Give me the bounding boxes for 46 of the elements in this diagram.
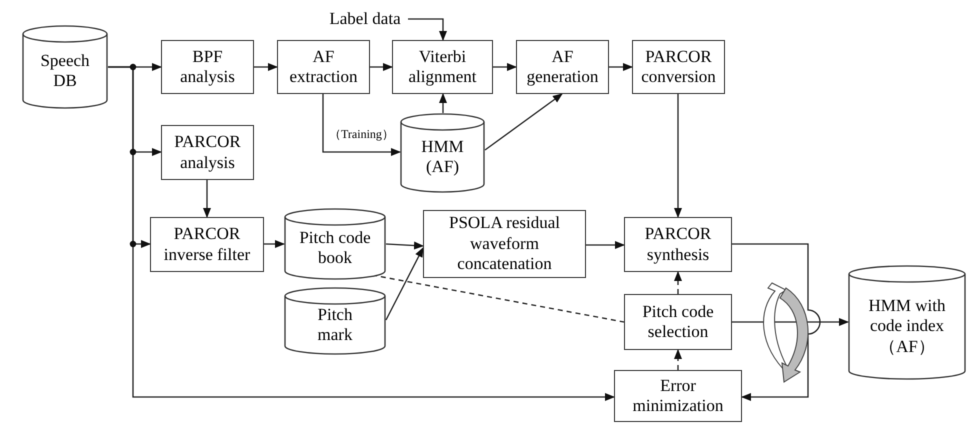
arrow [674, 94, 682, 218]
node-label: AF extraction [288, 46, 358, 88]
process-box [392, 40, 493, 94]
arrow [370, 63, 393, 71]
node-label: Pitch code selection [641, 302, 715, 342]
node-label: PARCOR inverse filter [162, 224, 252, 265]
node-label: AF generation [526, 46, 600, 88]
arrow [609, 63, 633, 71]
process-box [161, 40, 254, 94]
dashed-arrow [674, 349, 682, 370]
process-box [632, 40, 725, 94]
process-box [423, 210, 586, 278]
dashed-arrow [674, 271, 682, 294]
input-label: Label data [329, 8, 401, 30]
arrow [385, 247, 424, 320]
arrow [254, 63, 278, 71]
node-label: Pitch code book [298, 228, 372, 268]
arrow [203, 180, 211, 218]
process-box [277, 40, 370, 94]
arrow [108, 66, 615, 401]
arrow [732, 243, 821, 401]
arrow [322, 94, 401, 156]
arrow [264, 240, 285, 248]
node-label: BPF analysis [179, 46, 236, 88]
arrow [439, 93, 447, 113]
arrow [386, 242, 424, 250]
process-box [161, 125, 254, 180]
node-label: PARCOR analysis [173, 132, 242, 173]
arrow [493, 63, 517, 71]
arrow [484, 93, 563, 151]
node-label: PARCOR synthesis [644, 224, 712, 265]
node-label: Speech DB [39, 50, 91, 92]
node-label: Error minimization [632, 376, 724, 416]
arrow [586, 241, 625, 249]
process-box [614, 370, 742, 422]
node-label: Viterbi alignment [408, 46, 478, 88]
node-label: HMM (AF) [420, 136, 465, 178]
process-box [624, 294, 732, 350]
node-label: HMM with code index （AF） [868, 296, 946, 358]
node-label: Pitch mark [316, 304, 354, 346]
arrow [408, 18, 447, 41]
node-label: PSOLA residual waveform concatenation [448, 213, 561, 275]
node-label: PARCOR conversion [640, 46, 717, 88]
process-box [624, 217, 732, 272]
process-box [516, 40, 609, 94]
process-box [150, 217, 264, 272]
